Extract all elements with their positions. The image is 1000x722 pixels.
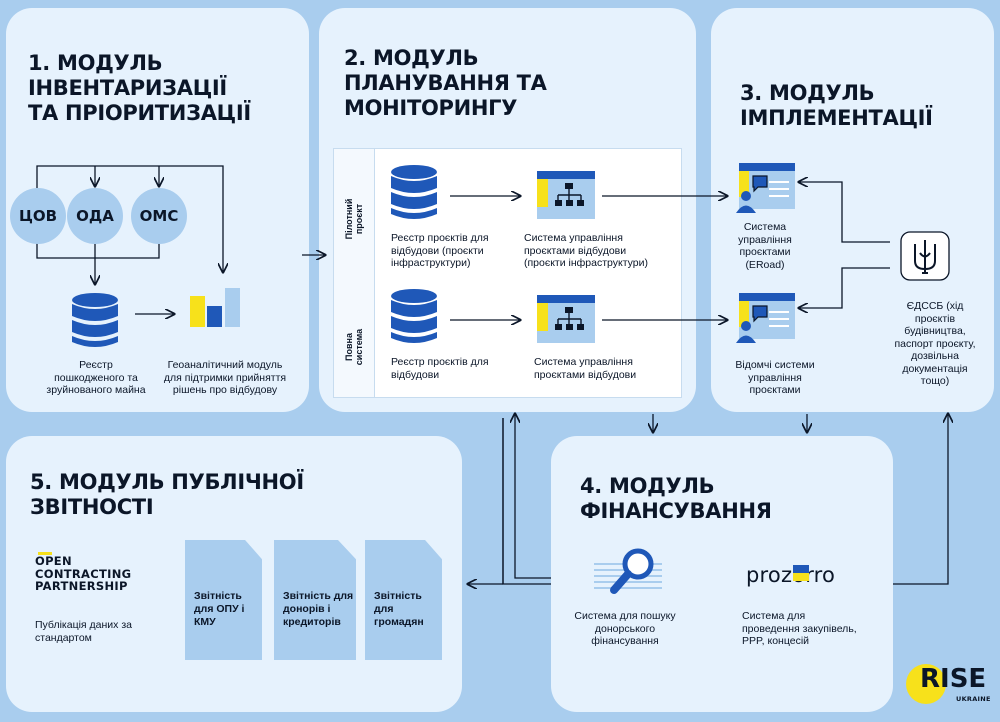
donor-search-label: Система для пошуку донорського фінансува…	[574, 610, 676, 647]
departmental-systems-label: Відомчі системи управління проєктами	[735, 359, 815, 396]
prozorro-logo: prozorro	[746, 563, 836, 587]
circle-oms: ОМС	[131, 188, 187, 244]
org-chart-window-icon	[537, 171, 595, 219]
pilot-project-label: Пілотний проєкт	[344, 198, 364, 240]
module-4-title: 4. МОДУЛЬ ФІНАНСУВАННЯ	[580, 474, 772, 523]
registry-damaged-label: Реєстр пошкодженого та зруйнованого майн…	[46, 359, 146, 396]
ocp-logo: OPEN CONTRACTING PARTNERSHIP	[35, 554, 132, 593]
rise-logo-circle	[906, 664, 946, 704]
rise-logo: RISE UKRAINE	[906, 660, 992, 710]
org-chart-window-icon	[537, 295, 595, 343]
eroad-label: Система управління проєктами (ЕRoad)	[738, 221, 792, 271]
circle-oda: ОДА	[67, 188, 123, 244]
prozorro-logo-flag	[793, 565, 809, 573]
full-system-desc-label: Система управління проєктами відбудови	[534, 356, 637, 381]
magnifier-search-icon	[594, 548, 662, 594]
database-icon	[72, 293, 118, 347]
full-system-label: Повна система	[344, 328, 364, 366]
prozorro-label: Система для проведення закупівель, PPP, …	[742, 610, 857, 647]
bar-chart-icon	[190, 288, 240, 327]
trident-coat-of-arms-icon	[900, 231, 950, 281]
module-2-title: 2. МОДУЛЬ ПЛАНУВАННЯ ТА МОНІТОРИНГУ	[344, 46, 547, 120]
module-3-title: 3. МОДУЛЬ ІМПЛЕМЕНТАЦІЇ	[740, 81, 933, 130]
edssb-label: ЄДССБ (хід проєктів будівництва, паспорт…	[894, 300, 976, 387]
ocp-logo-accent	[38, 552, 52, 555]
rise-logo-sub: UKRAINE	[956, 695, 991, 703]
module-4-panel	[551, 436, 893, 712]
full-registry-label: Реєстр проєктів для відбудови	[391, 356, 489, 381]
database-icon	[391, 289, 437, 343]
geo-module-label: Геоаналітичний модуль для підтримки прий…	[163, 359, 287, 396]
user-window-icon	[736, 293, 795, 343]
rise-logo-text: RISE	[920, 664, 987, 694]
prozorro-logo-flag-yellow	[793, 573, 809, 581]
module-2-inner-box	[333, 148, 682, 398]
pilot-system-label: Система управління проєктами відбудови (…	[524, 232, 648, 269]
database-icon	[391, 165, 437, 219]
circle-tsov: ЦОВ	[10, 188, 66, 244]
ocp-label: Публікація даних за стандартом	[35, 619, 132, 644]
module-1-title: 1. МОДУЛЬ ІНВЕНТАРИЗАЦІЇ ТА ПРІОРИТИЗАЦІ…	[28, 51, 251, 125]
pilot-registry-label: Реєстр проєктів для відбудови (проєкти і…	[391, 232, 489, 269]
user-window-icon	[736, 163, 795, 213]
module-5-title: 5. МОДУЛЬ ПУБЛІЧНОЇ ЗВІТНОСТІ	[30, 470, 304, 519]
module-2-label-column	[333, 148, 375, 398]
